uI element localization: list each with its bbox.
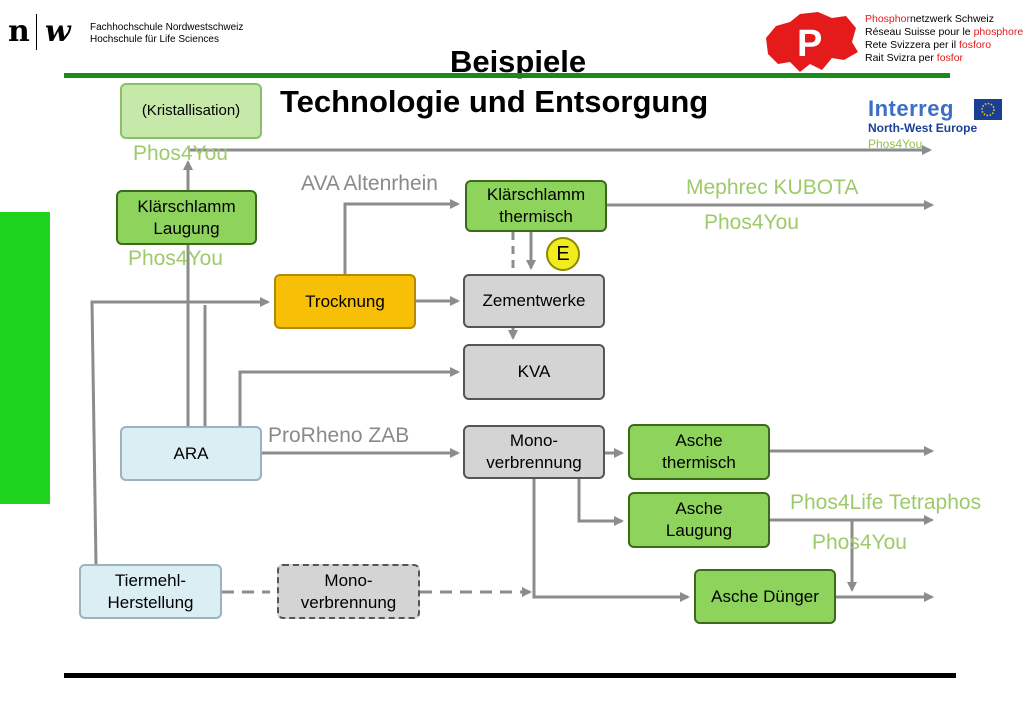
eu-flag-icon <box>974 99 1002 120</box>
box-ks-laugung-line1: Klärschlamm <box>137 196 236 216</box>
box-trocknung: Trocknung <box>274 274 416 329</box>
connector-mono-to-asche-laugung <box>577 478 624 526</box>
interreg-logo: Interreg <box>868 96 954 121</box>
energy-badge: E <box>546 237 580 271</box>
institution-line-2: Hochschule für Life Sciences <box>90 34 219 45</box>
box-tiermehl-line2: Herstellung <box>107 592 194 612</box>
label-ava-altenrhein: AVA Altenrhein <box>301 172 438 195</box>
box-ks-thermisch-line2: thermisch <box>499 207 573 226</box>
box-asche-laugung-line2: Laugung <box>665 521 733 540</box>
box-ara: ARA <box>120 426 262 481</box>
box-asche-thermisch-line2: thermisch <box>662 453 736 472</box>
box-asche-duenger: Asche Dünger <box>694 569 836 624</box>
box-kristallisation-label: (Kristallisation) <box>141 102 241 119</box>
box-asche-laugung-line1: Asche <box>675 499 723 518</box>
phosphor-line4-red: fosfor <box>936 52 964 64</box>
logo-separator <box>36 14 37 50</box>
bottom-divider <box>64 673 956 678</box>
phosphor-line3-red: fosforo <box>958 39 992 51</box>
label-prorheno-zab: ProRheno ZAB <box>268 424 410 447</box>
box-kva: KVA <box>463 344 605 400</box>
interreg-region: North-West Europe <box>868 121 978 135</box>
box-tiermehl-line1: Tiermehl- <box>114 570 187 590</box>
box-ara-label: ARA <box>173 443 209 463</box>
side-accent-bar <box>0 212 50 504</box>
box-zementwerke-label: Zementwerke <box>482 291 586 310</box>
box-asche-thermisch-line1: Asche <box>675 431 723 450</box>
connector-ara-to-kva <box>238 367 460 428</box>
switzerland-map-icon: P <box>766 12 858 72</box>
box-asche-thermisch: Asche thermisch <box>628 424 770 480</box>
institution-line-1: Fachhochschule Nordwestschweiz <box>90 22 244 33</box>
label-phos4you-bottom: Phos4You <box>812 531 907 554</box>
phosphor-logo-letter: P <box>797 23 822 65</box>
box-monoverbrennung: Mono-verbrennung <box>463 425 605 479</box>
box-mono2-line2: verbrennung <box>300 592 397 612</box>
phosphor-line3: Rete Svizzera per il <box>865 39 959 51</box>
box-mono-line1: Mono- <box>509 431 559 450</box>
label-phos4you-right: Phos4You <box>704 211 799 234</box>
box-monoverbrennung-2: Mono-verbrennung <box>277 564 420 619</box>
label-mephrec-kubota: Mephrec KUBOTA <box>686 176 859 199</box>
label-phos4you-left: Phos4You <box>128 247 223 270</box>
energy-badge-label: E <box>556 242 570 265</box>
box-kva-label: KVA <box>517 362 551 381</box>
phosphor-line1-red: Phosphor <box>865 13 910 25</box>
box-asche-duenger-label: Asche Dünger <box>711 586 819 606</box>
box-mono2-line1: Mono- <box>324 570 373 590</box>
institution-name: Fachhochschule Nordwestschweiz Hochschul… <box>90 22 243 46</box>
logo-letter-w: w <box>44 14 72 49</box>
box-tiermehl-herstellung: Tiermehl-Herstellung <box>79 564 222 619</box>
interreg-project: Phos4You <box>868 137 923 151</box>
phosphor-line2-red: phosphore <box>973 26 1024 38</box>
connector-trocknung-to-thermisch <box>343 199 460 274</box>
phosphor-network-text: Phosphornetzwerk Schweiz Réseau Suisse p… <box>865 13 1023 65</box>
box-mono-line2: verbrennung <box>486 453 582 472</box>
box-kristallisation: (Kristallisation) <box>120 83 262 139</box>
top-divider <box>64 73 950 78</box>
box-zementwerke: Zementwerke <box>463 274 605 328</box>
phosphor-line4: Rait Svizra per <box>865 52 937 64</box>
logo-letter-n: n <box>8 14 31 49</box>
box-klaerschlamm-thermisch: Klärschlamm thermisch <box>465 180 607 232</box>
box-ks-laugung-line2: Laugung <box>153 218 220 238</box>
label-phos4life-tetraphos: Phos4Life Tetraphos <box>790 491 982 514</box>
slide-subtitle: Technologie und Entsorgung <box>280 84 709 119</box>
connector-tiermehl-to-trocknung <box>90 297 270 566</box>
box-trocknung-label: Trocknung <box>305 291 385 311</box>
phosphor-line2: Réseau Suisse pour le <box>865 26 974 38</box>
connector-mono-to-duenger <box>532 478 690 602</box>
phosphor-line1-rest: netzwerk Schweiz <box>909 13 994 25</box>
label-phos4you-top: Phos4You <box>133 142 228 165</box>
box-ks-thermisch-line1: Klärschlamm <box>486 185 586 204</box>
